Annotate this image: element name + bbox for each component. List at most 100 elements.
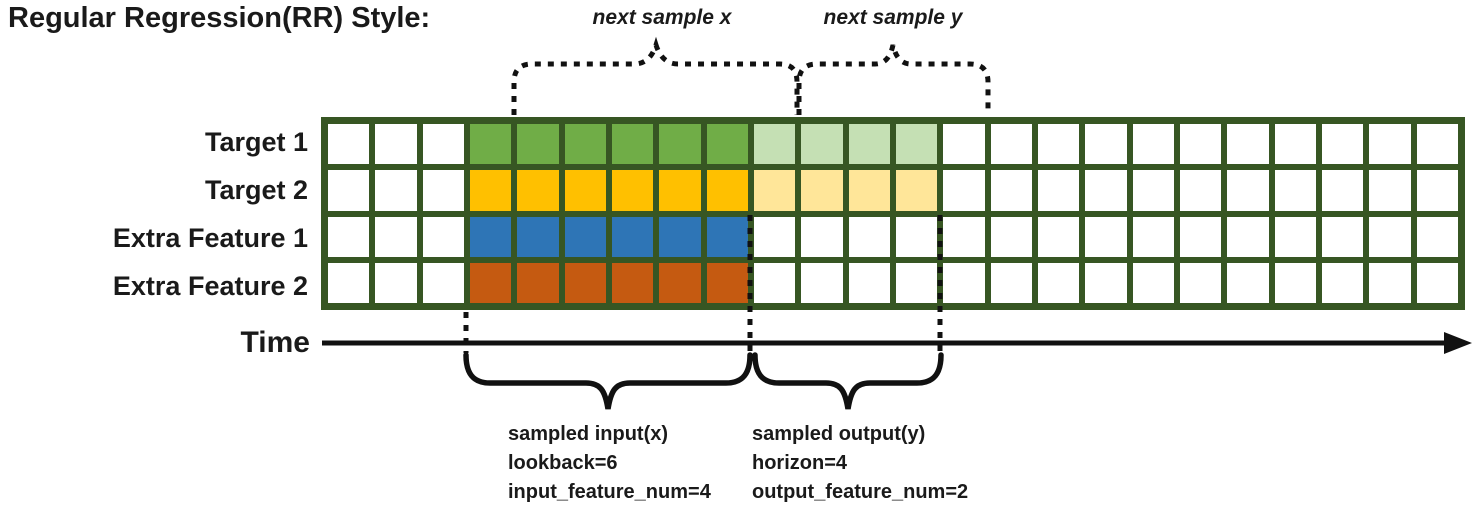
grid-cell bbox=[659, 216, 701, 257]
next-sample-y-brace bbox=[796, 44, 991, 115]
grid-cell bbox=[1179, 124, 1222, 165]
grid-cell bbox=[564, 216, 606, 257]
grid-cell bbox=[1227, 124, 1269, 165]
grid-cell bbox=[1416, 216, 1458, 257]
grid-cell bbox=[1179, 216, 1222, 257]
grid-cell bbox=[1369, 124, 1411, 165]
grid-cell bbox=[564, 262, 606, 303]
grid-cell bbox=[659, 170, 701, 211]
input-feature-num-value: input_feature_num=4 bbox=[508, 481, 711, 503]
grid-cell bbox=[1416, 124, 1458, 165]
time-axis-arrow bbox=[322, 332, 1472, 354]
grid-cell bbox=[659, 124, 701, 165]
grid-cell bbox=[1179, 262, 1222, 303]
grid-cell bbox=[1085, 124, 1127, 165]
grid-cell bbox=[1321, 124, 1364, 165]
grid-cell bbox=[1274, 216, 1316, 257]
sampled-output-brace bbox=[752, 352, 944, 410]
grid-cell bbox=[328, 124, 370, 165]
grid-cell bbox=[328, 262, 370, 303]
grid-cell bbox=[1416, 170, 1458, 211]
grid-cell bbox=[1132, 170, 1174, 211]
grid-cell bbox=[1369, 216, 1411, 257]
grid-cell bbox=[1321, 262, 1364, 303]
grid-cell bbox=[1274, 124, 1316, 165]
grid-cell bbox=[848, 124, 890, 165]
grid-cell bbox=[990, 170, 1032, 211]
grid-cell bbox=[753, 216, 796, 257]
grid-cell bbox=[517, 170, 559, 211]
sampled-input-brace bbox=[463, 352, 753, 410]
grid-cell bbox=[564, 124, 606, 165]
grid-cell bbox=[611, 124, 654, 165]
grid-cell bbox=[990, 262, 1032, 303]
grid-cell bbox=[659, 262, 701, 303]
grid-cell bbox=[895, 216, 938, 257]
grid-cell bbox=[801, 216, 843, 257]
grid-cell bbox=[801, 124, 843, 165]
grid-cell bbox=[469, 216, 512, 257]
grid-cell bbox=[517, 262, 559, 303]
grid-cell bbox=[801, 262, 843, 303]
grid-cell bbox=[1085, 170, 1127, 211]
grid-cell bbox=[848, 170, 890, 211]
grid-cell bbox=[943, 262, 985, 303]
horizon-value: horizon=4 bbox=[752, 452, 848, 474]
grid-cell bbox=[1321, 170, 1364, 211]
grid-cell bbox=[1369, 170, 1411, 211]
grid-cell bbox=[422, 216, 464, 257]
grid-cell bbox=[1416, 262, 1458, 303]
grid-cell bbox=[328, 170, 370, 211]
grid-cell bbox=[375, 170, 417, 211]
grid-cell bbox=[943, 216, 985, 257]
grid-cell bbox=[1227, 262, 1269, 303]
lookback-value: lookback=6 bbox=[508, 452, 618, 474]
row-label-extra-feature-2: Extra Feature 2 bbox=[112, 271, 308, 301]
grid-cell bbox=[1085, 216, 1127, 257]
grid-cell bbox=[469, 124, 512, 165]
grid-cell bbox=[328, 216, 370, 257]
sampled-output-title: sampled output(y) bbox=[752, 423, 926, 445]
grid-cell bbox=[517, 216, 559, 257]
grid-cell bbox=[422, 170, 464, 211]
grid-cell bbox=[706, 124, 748, 165]
grid-cell bbox=[706, 170, 748, 211]
next-sample-x-brace bbox=[511, 36, 800, 115]
grid-cell bbox=[753, 124, 796, 165]
grid-cell bbox=[375, 262, 417, 303]
grid-cell bbox=[990, 216, 1032, 257]
grid-cell bbox=[1085, 262, 1127, 303]
grid-cell bbox=[1037, 216, 1080, 257]
grid-cell bbox=[848, 262, 890, 303]
grid-cell bbox=[1132, 216, 1174, 257]
grid-cell bbox=[611, 262, 654, 303]
grid-cell bbox=[1274, 262, 1316, 303]
grid-cell bbox=[1369, 262, 1411, 303]
grid-cell bbox=[706, 262, 748, 303]
grid-cell bbox=[895, 262, 938, 303]
grid-cell bbox=[1037, 124, 1080, 165]
row-label-target-2: Target 2 bbox=[204, 175, 308, 205]
grid-cell bbox=[422, 124, 464, 165]
grid-cell bbox=[1227, 216, 1269, 257]
sampled-input-annotation: sampled input(x) lookback=6 input_featur… bbox=[508, 420, 711, 507]
grid-cell bbox=[753, 262, 796, 303]
grid-cell bbox=[1037, 262, 1080, 303]
next-sample-y-label: next sample y bbox=[823, 6, 963, 29]
grid-cell bbox=[1321, 216, 1364, 257]
grid-cell bbox=[1037, 170, 1080, 211]
sampled-input-title: sampled input(x) bbox=[508, 423, 669, 445]
grid-cell bbox=[1227, 170, 1269, 211]
grid-cell bbox=[943, 124, 985, 165]
grid-cell bbox=[375, 216, 417, 257]
sampled-output-annotation: sampled output(y) horizon=4 output_featu… bbox=[752, 420, 968, 507]
grid-cell bbox=[469, 262, 512, 303]
next-sample-x-label: next sample x bbox=[592, 6, 732, 29]
grid-cell bbox=[1132, 262, 1174, 303]
grid-cell bbox=[517, 124, 559, 165]
grid-cell bbox=[990, 124, 1032, 165]
grid-cell bbox=[848, 216, 890, 257]
grid-cell bbox=[1179, 170, 1222, 211]
row-label-target-1: Target 1 bbox=[204, 127, 308, 157]
